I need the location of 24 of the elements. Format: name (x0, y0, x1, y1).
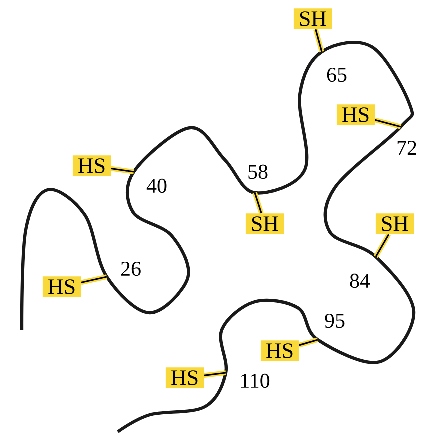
residue-number: 110 (242, 374, 270, 388)
bond-stub (110, 166, 134, 174)
thiol-label: SH (376, 214, 414, 234)
residue-number: 72 (398, 141, 416, 155)
bond-stub (252, 192, 264, 214)
bond-stub (374, 233, 391, 258)
thiol-label: HS (42, 276, 82, 298)
residue-number: 84 (350, 274, 370, 288)
thiol-label: SH (294, 8, 332, 30)
bond-stub (298, 338, 319, 348)
thiol-label: HS (72, 156, 112, 176)
residue-number: 65 (327, 68, 347, 82)
thiol-label: HS (166, 368, 204, 388)
thiol-label: SH (246, 214, 284, 234)
residue-number: 26 (121, 262, 141, 276)
bond-stub (314, 28, 324, 53)
thiol-label: HS (336, 104, 376, 126)
bond-stub (374, 118, 402, 130)
thiol-label: HS (260, 340, 300, 362)
bond-stub (80, 274, 108, 286)
residue-number: 40 (146, 178, 167, 194)
bond-stub (204, 370, 226, 378)
residue-number: 58 (248, 164, 268, 180)
residue-number: 95 (325, 314, 345, 328)
